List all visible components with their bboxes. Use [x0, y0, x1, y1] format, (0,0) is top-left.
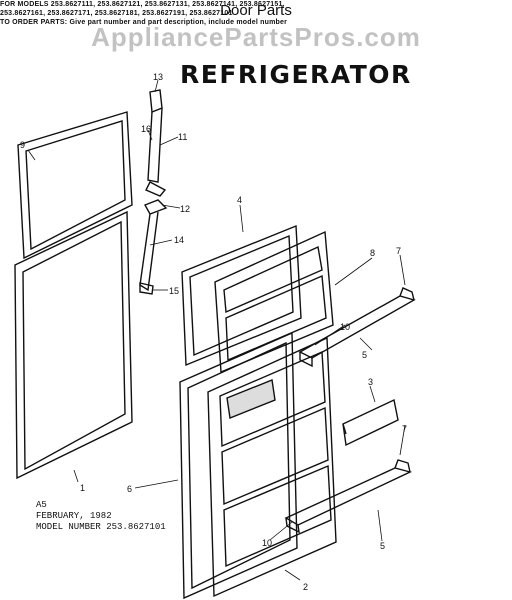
- callout-16: 16: [141, 124, 151, 134]
- dairy-bin: [342, 398, 399, 447]
- top-hinge: [145, 89, 167, 197]
- callout-10a: 10: [340, 322, 350, 332]
- callout-5b: 5: [380, 541, 385, 551]
- freezer-door-gasket: [181, 224, 302, 367]
- callout-2: 2: [303, 582, 308, 592]
- fresh-food-gasket: [14, 210, 133, 480]
- callout-7a: 7: [396, 246, 401, 256]
- fresh-food-door-liner: [207, 336, 337, 598]
- model-line-2: 253.8627161, 253.8627171, 253.8627181, 2…: [0, 10, 233, 17]
- callout-labels: 1 2 3 4 5 5 6 7 7 8 9 10 10 11 12 13 14 …: [20, 72, 407, 592]
- model-line-1: FOR MODELS 253.8627111, 253.8627121, 253…: [0, 1, 285, 8]
- callout-11: 11: [178, 132, 187, 142]
- callout-6: 6: [127, 484, 132, 494]
- callout-7b: 7: [402, 424, 407, 434]
- footer-date: FEBRUARY, 1982: [36, 511, 112, 521]
- callout-1: 1: [80, 483, 85, 493]
- fresh-food-door-shelf: [284, 459, 413, 534]
- model-list: FOR MODELS 253.8627111, 253.8627121, 253…: [0, 0, 460, 27]
- callout-8: 8: [370, 248, 375, 258]
- butter-compartment: [226, 379, 276, 419]
- leader-lines: [27, 79, 406, 581]
- model-line-3: TO ORDER PARTS: Give part number and par…: [0, 19, 287, 26]
- callout-10b: 10: [262, 538, 272, 548]
- callout-14: 14: [174, 235, 184, 245]
- callout-5a: 5: [362, 350, 367, 360]
- freezer-gasket: [17, 111, 133, 260]
- footer-model: MODEL NUMBER 253.8627101: [36, 522, 166, 532]
- freezer-door-liner: [214, 230, 334, 374]
- callout-9: 9: [20, 140, 25, 150]
- callout-4: 4: [237, 195, 242, 205]
- page-title: Door Parts: [220, 2, 292, 19]
- callout-13: 13: [153, 72, 163, 82]
- callout-15: 15: [169, 286, 179, 296]
- callout-3: 3: [368, 377, 373, 387]
- diagram-heading: REFRIGERATOR: [180, 60, 412, 89]
- callout-12: 12: [180, 204, 190, 214]
- center-hinge: [139, 199, 168, 295]
- footer-code: A5: [36, 500, 47, 510]
- freezer-door-shelf: [298, 287, 416, 368]
- fresh-food-door-gasket: [179, 331, 298, 600]
